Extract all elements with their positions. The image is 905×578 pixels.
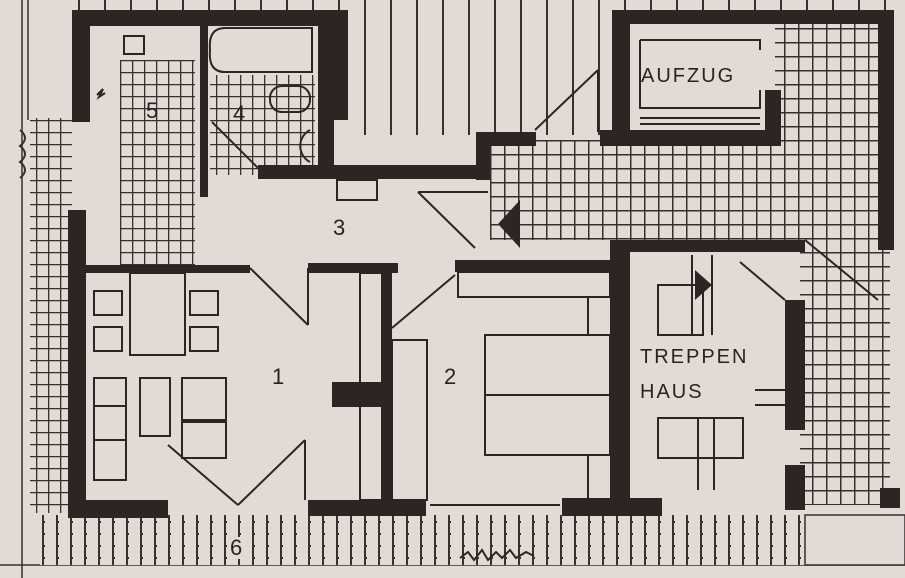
wavy-edge <box>18 129 26 179</box>
electric-symbol-icon <box>96 88 106 100</box>
room-label-4: 4 <box>233 101 246 126</box>
landing-tiles-upper <box>775 15 885 250</box>
arrow-right-icon <box>695 270 712 300</box>
arrow-left-icon <box>498 200 520 248</box>
left-tile-strip <box>30 118 72 513</box>
walls <box>68 10 900 518</box>
bathtub-icon <box>208 27 313 73</box>
kitchen-sink-icon <box>123 35 145 55</box>
top-strip-right <box>615 0 905 10</box>
signature-scribble <box>459 548 535 562</box>
balcony-end <box>804 514 905 566</box>
room-label-1: 1 <box>272 364 285 389</box>
bath-tiles <box>210 75 315 175</box>
landing-tiles-right <box>800 240 890 505</box>
toilet-icon <box>299 129 311 163</box>
corridor-strip <box>345 0 610 135</box>
room-label-5: 5 <box>146 98 159 123</box>
top-strip <box>75 0 345 10</box>
kitchen-tiles <box>120 60 195 265</box>
elevator-label: AUFZUG <box>641 65 736 87</box>
washbasin-icon <box>269 85 311 113</box>
staircase-label-line1: TREPPEN <box>640 346 749 368</box>
fixtures <box>93 27 879 506</box>
room-label-6: 6 <box>228 535 245 560</box>
room-label-2: 2 <box>444 364 457 389</box>
staircase-label-line2: HAUS <box>640 381 704 403</box>
room-label-3: 3 <box>333 215 346 240</box>
balcony-6 <box>40 515 805 565</box>
